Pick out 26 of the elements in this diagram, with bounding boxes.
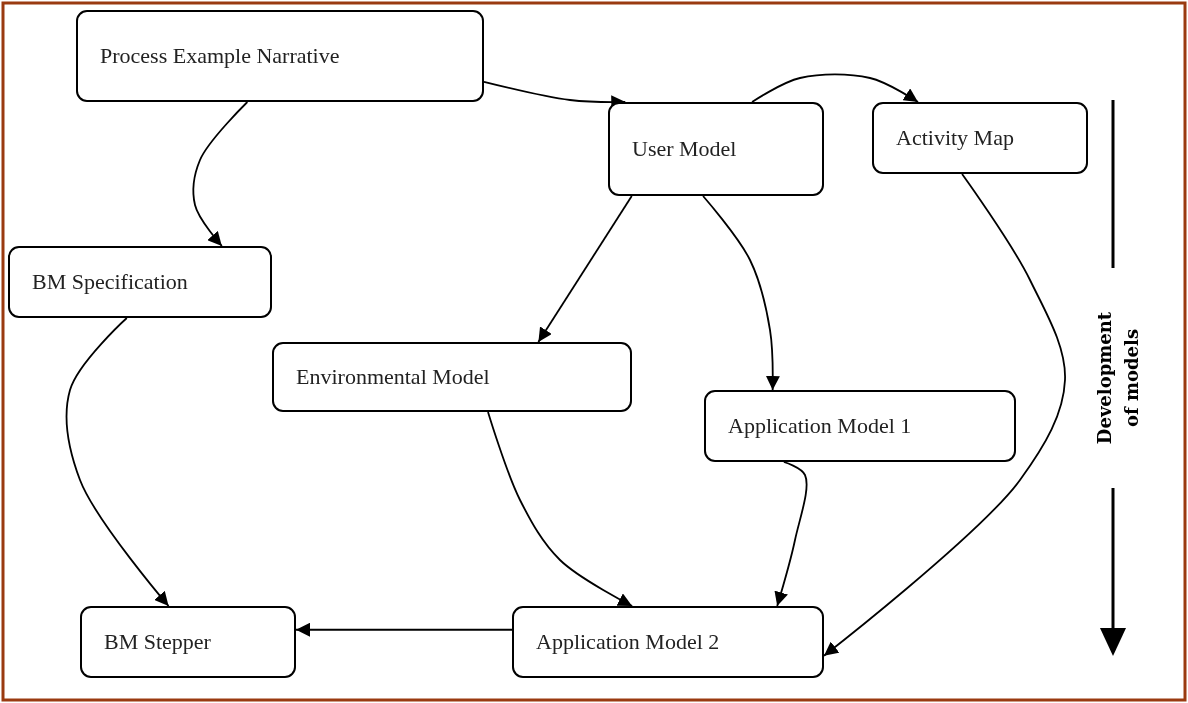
process-box — [872, 102, 1088, 174]
arrow — [65, 317, 170, 607]
process-box — [8, 246, 272, 318]
process-box — [76, 10, 484, 102]
process-box — [704, 390, 1016, 462]
arrow — [537, 195, 633, 343]
box-label: Activity Map — [896, 125, 1014, 151]
arrow — [487, 411, 633, 607]
axis-label: Development of models — [1093, 310, 1143, 447]
process-box — [80, 606, 296, 678]
process-box — [512, 606, 824, 678]
process-box — [608, 102, 824, 196]
arrow — [823, 173, 1066, 657]
process-box — [272, 342, 632, 412]
arrow — [774, 461, 808, 607]
box-label: Environmental Model — [296, 364, 490, 390]
arrow — [295, 622, 513, 637]
box-label: Process Example Narrative — [100, 43, 340, 69]
box-label: BM Stepper — [104, 629, 211, 655]
arrow — [751, 73, 919, 103]
arrow — [702, 195, 780, 391]
box-label: BM Specification — [32, 269, 188, 295]
box-label: User Model — [632, 136, 737, 162]
arrow — [192, 101, 249, 247]
box-label: Application Model 1 — [728, 413, 912, 439]
box-label: Application Model 2 — [536, 629, 720, 655]
